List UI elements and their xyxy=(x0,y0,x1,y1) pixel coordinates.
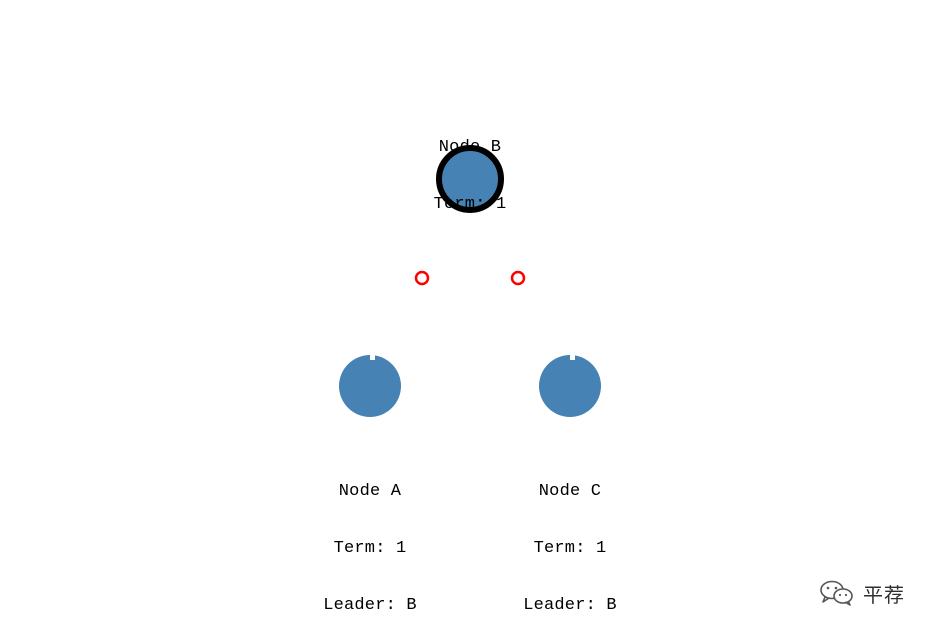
node-b-label: Node B Term: 1 xyxy=(380,100,560,233)
message-b-to-c xyxy=(510,270,526,286)
node-c-circle[interactable] xyxy=(539,353,601,417)
node-a-leader: Leader: B xyxy=(323,596,417,615)
watermark-text: 平荐 xyxy=(863,582,905,607)
node-b-name: Node B xyxy=(438,138,502,157)
node-c-label: Node C Term: 1 Leader: B xyxy=(480,444,660,634)
message-b-to-a xyxy=(414,270,430,286)
node-a-name: Node A xyxy=(338,482,402,501)
node-c-leader: Leader: B xyxy=(523,596,617,615)
node-a-term: Term: 1 xyxy=(333,539,407,558)
node-c-term: Term: 1 xyxy=(533,539,607,558)
watermark: 平荐 xyxy=(819,578,905,608)
node-b-term: Term: 1 xyxy=(433,195,507,214)
node-b-circle[interactable] xyxy=(436,145,504,213)
node-a-timer-marker xyxy=(370,353,375,360)
wechat-icon xyxy=(820,580,853,606)
node-c-timer-marker xyxy=(570,353,575,360)
node-a-circle[interactable] xyxy=(339,353,401,417)
node-c-name: Node C xyxy=(538,482,602,501)
node-a-label: Node A Term: 1 Leader: B xyxy=(280,444,460,634)
